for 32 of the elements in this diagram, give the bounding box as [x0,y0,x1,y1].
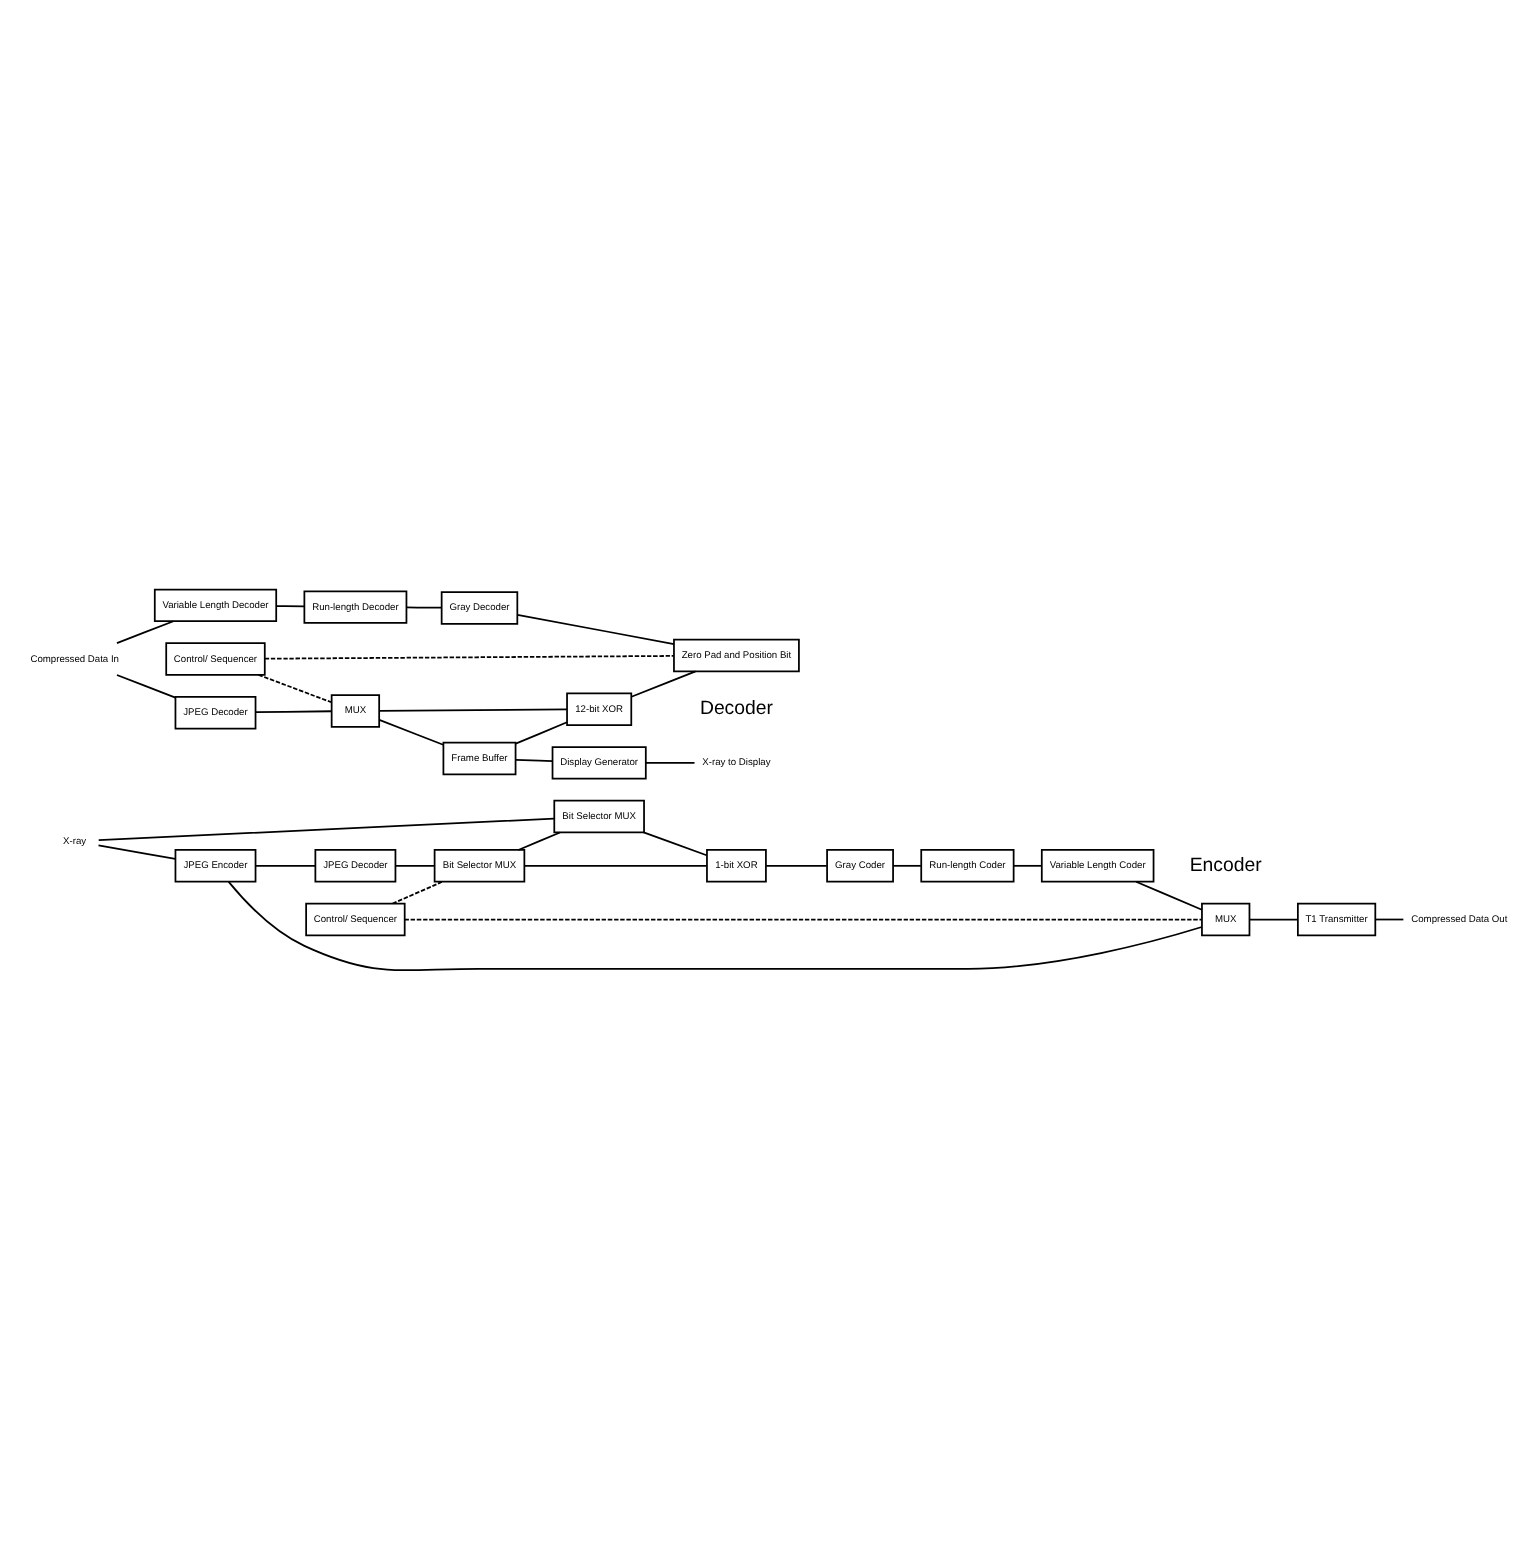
connector [394,864,436,867]
connector [116,674,177,699]
connector [257,674,333,704]
connector [378,708,568,712]
connector [254,864,317,867]
connector [405,606,443,609]
connector [645,762,696,764]
connector [403,918,1203,921]
connector [892,864,922,867]
connector [630,670,697,698]
connector [97,817,555,841]
connector [765,864,828,867]
connector [264,655,675,660]
label: Decoder [699,698,773,721]
connector [391,880,444,905]
connector [116,620,175,644]
connector [1374,918,1405,921]
connector [517,831,561,851]
connector [642,831,708,857]
connector [378,719,445,746]
connector [516,614,675,645]
connector [1248,918,1299,921]
label: Encoder [1189,854,1262,877]
connector [514,758,554,763]
connector [1135,880,1203,911]
connector [1013,864,1043,867]
connector [275,605,305,608]
connector [227,881,1203,972]
connector [523,864,708,867]
connector [97,844,177,860]
connector [254,710,333,714]
connector [514,721,568,745]
